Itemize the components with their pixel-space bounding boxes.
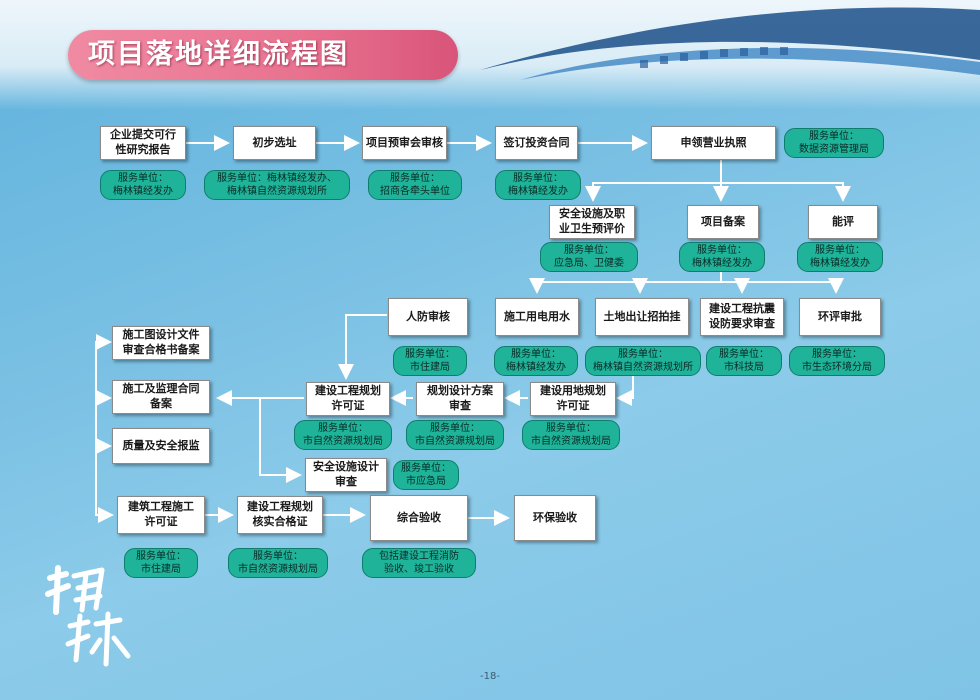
step-feasibility-report: 企业提交可行 性研究报告 <box>100 126 186 160</box>
title-banner <box>68 30 458 80</box>
step-quality-safety-report: 质量及安全报监 <box>112 428 210 464</box>
step-planning-design-review: 规划设计方案 审查 <box>416 382 504 416</box>
service-unit-4: 服务单位： 梅林镇经发办 <box>495 170 581 200</box>
service-unit-14: 服务单位： 市自然资源规划局 <box>294 420 392 450</box>
step-construction-planning-permit: 建设工程规划 许可证 <box>306 382 390 416</box>
step-seismic-review: 建设工程抗震 设防要求审查 <box>700 298 784 336</box>
page-title: 项目落地详细流程图 <box>88 39 349 70</box>
service-unit-3: 服务单位： 招商各牵头单位 <box>368 170 462 200</box>
service-unit-9: 服务单位： 市住建局 <box>393 346 467 376</box>
service-unit-7: 服务单位： 梅林镇经发办 <box>679 242 765 272</box>
service-unit-1: 服务单位： 梅林镇经发办 <box>100 170 186 200</box>
step-investment-contract: 签订投资合同 <box>495 126 578 160</box>
service-unit-19: 服务单位： 市自然资源规划局 <box>228 548 328 578</box>
step-business-license: 申领营业执照 <box>651 126 776 160</box>
service-unit-10: 服务单位： 梅林镇经发办 <box>494 346 578 376</box>
service-unit-15: 服务单位： 市自然资源规划局 <box>406 420 504 450</box>
service-unit-12: 服务单位： 市科技局 <box>706 346 782 376</box>
service-unit-6: 服务单位： 应急局、卫健委 <box>540 242 638 272</box>
step-construction-permit: 建筑工程施工 许可证 <box>117 496 205 534</box>
service-unit-11: 服务单位： 梅林镇自然资源规划所 <box>585 346 701 376</box>
service-unit-20: 包括建设工程消防 验收、竣工验收 <box>362 548 476 578</box>
step-pre-review: 项目预审会审核 <box>362 126 447 160</box>
service-unit-13: 服务单位： 市生态环境分局 <box>789 346 885 376</box>
meilin-calligraphy-logo <box>45 565 131 667</box>
step-environmental-acceptance: 环保验收 <box>514 495 596 541</box>
service-unit-18: 服务单位： 市住建局 <box>124 548 198 578</box>
step-environmental-approval: 环评审批 <box>799 298 881 336</box>
step-energy-evaluation: 能评 <box>808 205 878 239</box>
step-civil-defense-review: 人防审核 <box>388 298 468 336</box>
header-decoration <box>480 7 980 80</box>
service-unit-5: 服务单位： 数据资源管理局 <box>784 128 884 158</box>
step-project-filing: 项目备案 <box>687 205 759 239</box>
service-unit-16: 服务单位： 市自然资源规划局 <box>522 420 620 450</box>
step-comprehensive-acceptance: 综合验收 <box>370 495 468 541</box>
step-construction-utilities: 施工用电用水 <box>495 298 579 336</box>
step-preliminary-site: 初步选址 <box>233 126 316 160</box>
service-unit-8: 服务单位： 梅林镇经发办 <box>797 242 883 272</box>
step-land-planning-permit: 建设用地规划 许可证 <box>530 382 616 416</box>
service-unit-17: 服务单位： 市应急局 <box>393 460 459 490</box>
step-land-auction: 土地出让招拍挂 <box>595 298 689 336</box>
service-unit-2: 服务单位：梅林镇经发办、 梅林镇自然资源规划所 <box>204 170 350 200</box>
step-drawing-review-filing: 施工图设计文件 审查合格书备案 <box>112 326 210 360</box>
step-safety-design-review: 安全设施设计 审查 <box>305 458 387 492</box>
page-number: -18- <box>480 671 500 682</box>
step-supervision-contract-filing: 施工及监理合同 备案 <box>112 380 210 414</box>
step-safety-pre-evaluation: 安全设施及职 业卫生预评价 <box>549 205 635 239</box>
step-planning-verification-cert: 建设工程规划 核实合格证 <box>237 496 323 534</box>
